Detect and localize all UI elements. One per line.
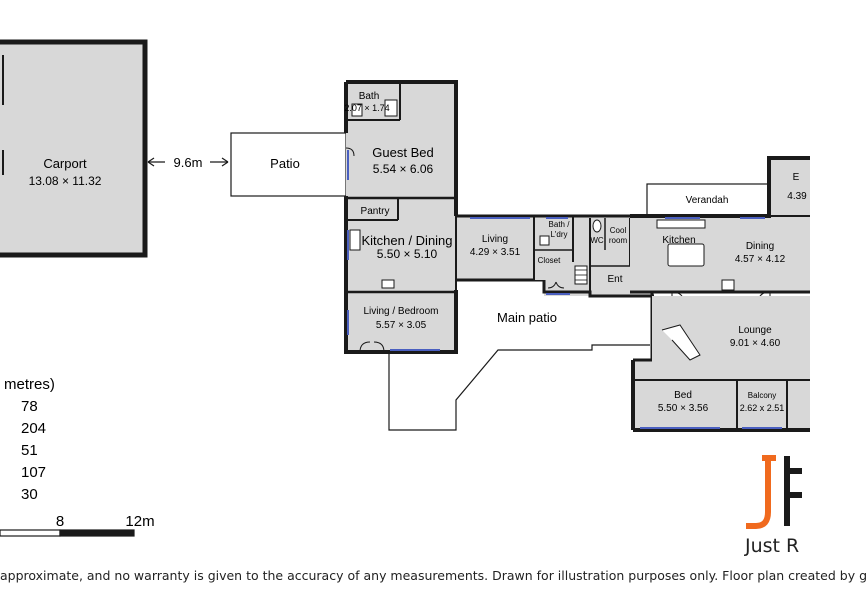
carport-dimensions: 13.08 × 11.32 [29,174,102,188]
living-label: Living [482,234,508,245]
area-value-4: 107 [21,464,46,481]
distance-marker: 9.6m [147,155,229,170]
distance-label: 9.6m [174,155,203,170]
dining-dimensions: 4.57 × 4.12 [735,254,786,265]
partial-room-dimensions: 4.39 [787,191,807,202]
area-value-5: 30 [21,486,38,503]
brand-name: Just R [745,535,800,557]
scale-label-8: 8 [56,513,64,530]
carport: Carport 13.08 × 11.32 [0,39,148,258]
floor-plan: Carport 13.08 × 11.32 9.6m Patio [0,39,810,537]
kitchen-dining-dimensions: 5.50 × 5.10 [377,247,438,261]
brand-logo-icon [746,455,802,529]
bath-dimensions: 2.07 × 1.74 [344,103,389,113]
area-table-header: metres) [4,376,55,393]
wc-label: WC [590,236,604,245]
verandah-label: Verandah [686,195,729,206]
scale-bar: 8 12m [0,513,155,537]
verandah: Verandah [646,183,770,217]
lounge-label: Lounge [738,325,772,336]
closet-label: Closet [538,256,561,265]
bed-dimensions: 5.50 × 3.56 [658,403,709,414]
bed-label: Bed [674,390,692,401]
kitchen-dining-label: Kitchen / Dining [361,233,452,248]
bath-label: Bath [359,91,380,102]
main-patio-label: Main patio [497,310,557,325]
guest-bed-label: Guest Bed [372,145,433,160]
house-middle-block: Bath / L'dry Closet WC Cool room Ent [533,214,654,298]
balcony-dimensions: 2.62 x 2.51 [740,403,785,413]
living-dimensions: 4.29 × 3.51 [470,247,521,258]
living-bedroom-dimensions: 5.57 × 3.05 [376,320,427,331]
area-value-2: 204 [21,420,46,437]
area-value-1: 78 [21,398,38,415]
living-bedroom-label: Living / Bedroom [363,306,438,317]
disclaimer-text: approximate, and no warranty is given to… [0,568,867,583]
patio: Patio [230,132,347,197]
entry-label: Ent [607,274,622,285]
bath-laundry-label-line2: L'dry [550,230,567,239]
house-lower-right-block: Lounge 9.01 × 4.60 Bed 5.50 × 3.56 Balco… [631,296,810,432]
patio-label: Patio [270,156,300,171]
house-left-block: Bath 2.07 × 1.74 Guest Bed 5.54 × 6.06 P… [344,80,544,354]
carport-label: Carport [43,156,87,171]
bath-laundry-label-line1: Bath / [549,220,571,229]
cool-room-label-line2: room [609,236,628,245]
lounge-dimensions: 9.01 × 4.60 [730,338,781,349]
kitchen-label: Kitchen [662,235,695,246]
area-table: metres) 78 204 51 107 30 [4,376,55,503]
balcony-label: Balcony [748,391,776,400]
area-value-3: 51 [21,442,38,459]
pantry-label: Pantry [361,206,390,217]
guest-bed-dimensions: 5.54 × 6.06 [373,162,434,176]
scale-label-12m: 12m [125,513,154,530]
partial-room-label: E [793,172,800,183]
main-patio: Main patio [388,310,650,431]
dining-label: Dining [746,241,774,252]
cool-room-label-line1: Cool [610,226,627,235]
